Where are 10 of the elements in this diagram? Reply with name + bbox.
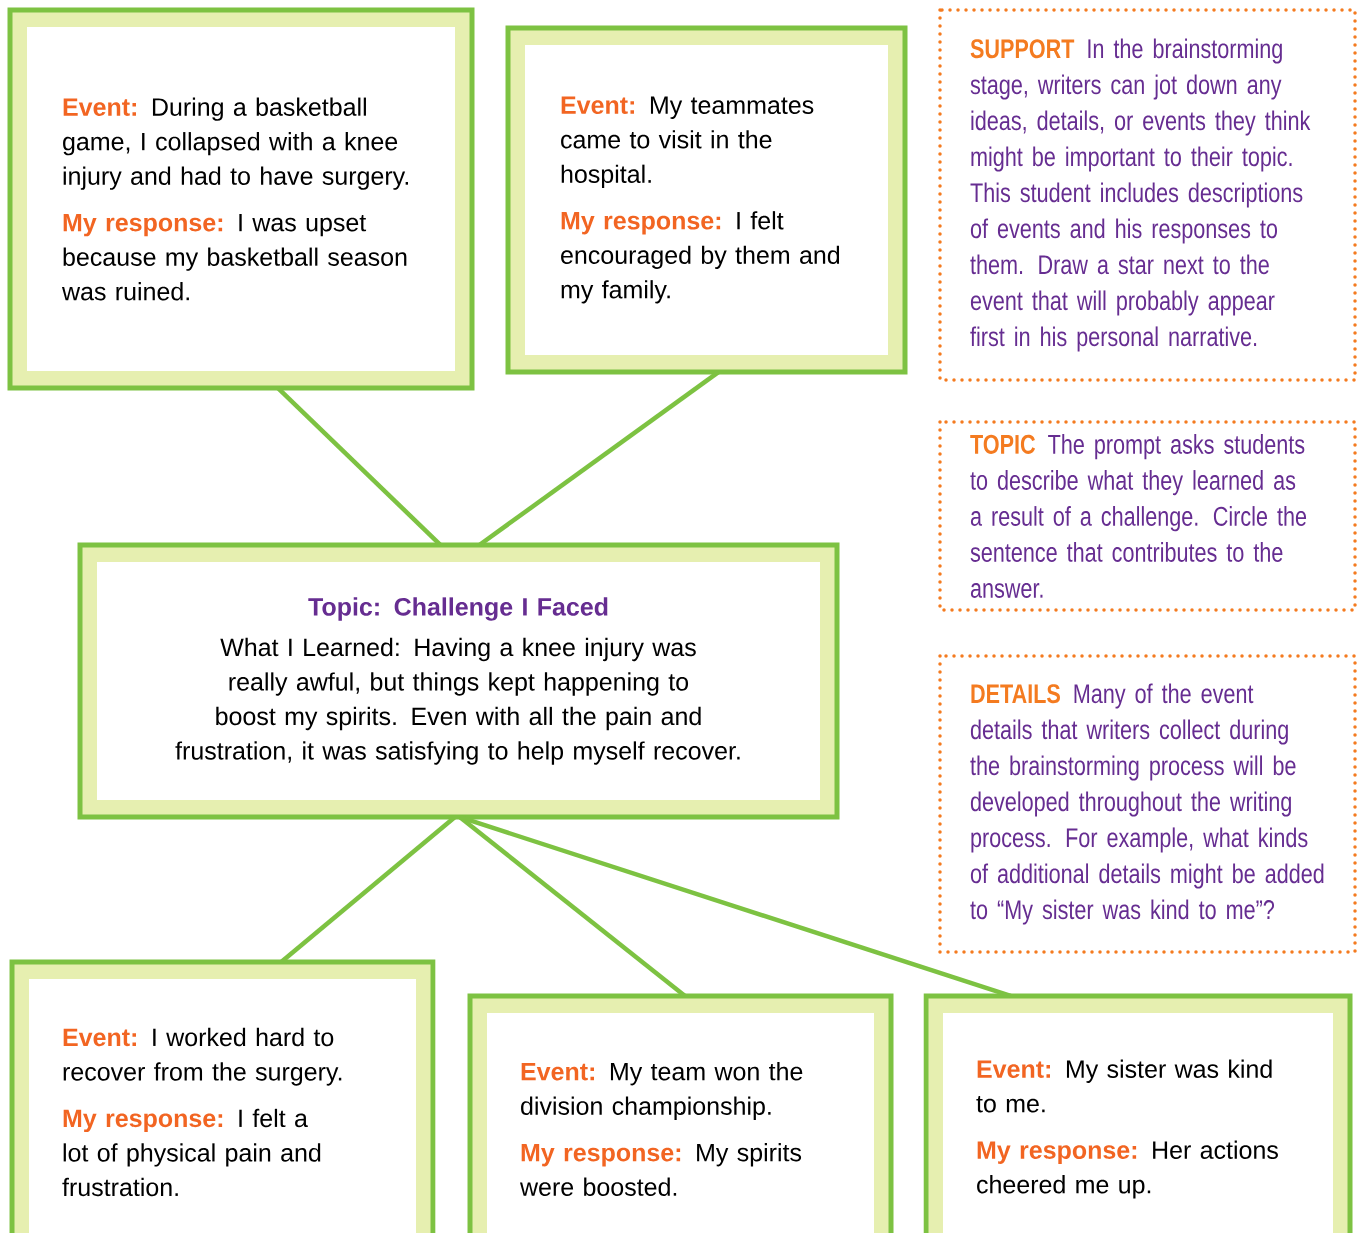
event-box: Event: My teammates came to visit in the hospital. My response: I felt encouraged by them and my family. bbox=[505, 25, 908, 375]
connector-line bbox=[276, 386, 442, 547]
event-box: Event: My team won the division championship. My response: My spirits were boosted. bbox=[467, 993, 894, 1233]
event-box: Event: My sister was kind to me. My response: Her actions cheered me up. bbox=[923, 993, 1353, 1233]
topic-box: Topic: Challenge I Faced What I Learned: Having a knee injury was really awful, but things kept happening to boost my spirits. Even with all the pain and frustration, it was satisfying to help myself recover. bbox=[77, 542, 840, 820]
note-box: TOPIC The prompt asks students to describe what they learned as a result of a challenge. Circle the sentence that contributes to the answer. bbox=[938, 420, 1357, 612]
event-box: Event: During a basketball game, I collapsed with a knee injury and had to have surgery. My response: I was upset because my basketball season was ruined. bbox=[7, 7, 475, 391]
note-box: DETAILS Many of the event details that writers collect during the brainstorming process will be developed throughout the writing process. For example, what kinds of additional details might be added to “My sister was kind to me”? bbox=[938, 654, 1357, 954]
note-box: SUPPORT In the brainstorming stage, writers can jot down any ideas, details, or events they think might be important to their topic. This student includes descriptions of events and his responses to them. Draw a star next to the event that will probably appear first in his personal narrative. bbox=[938, 8, 1357, 382]
event-box: Event: I worked hard to recover from the surgery. My response: I felt a lot of physical pain and frustration. bbox=[9, 959, 436, 1233]
